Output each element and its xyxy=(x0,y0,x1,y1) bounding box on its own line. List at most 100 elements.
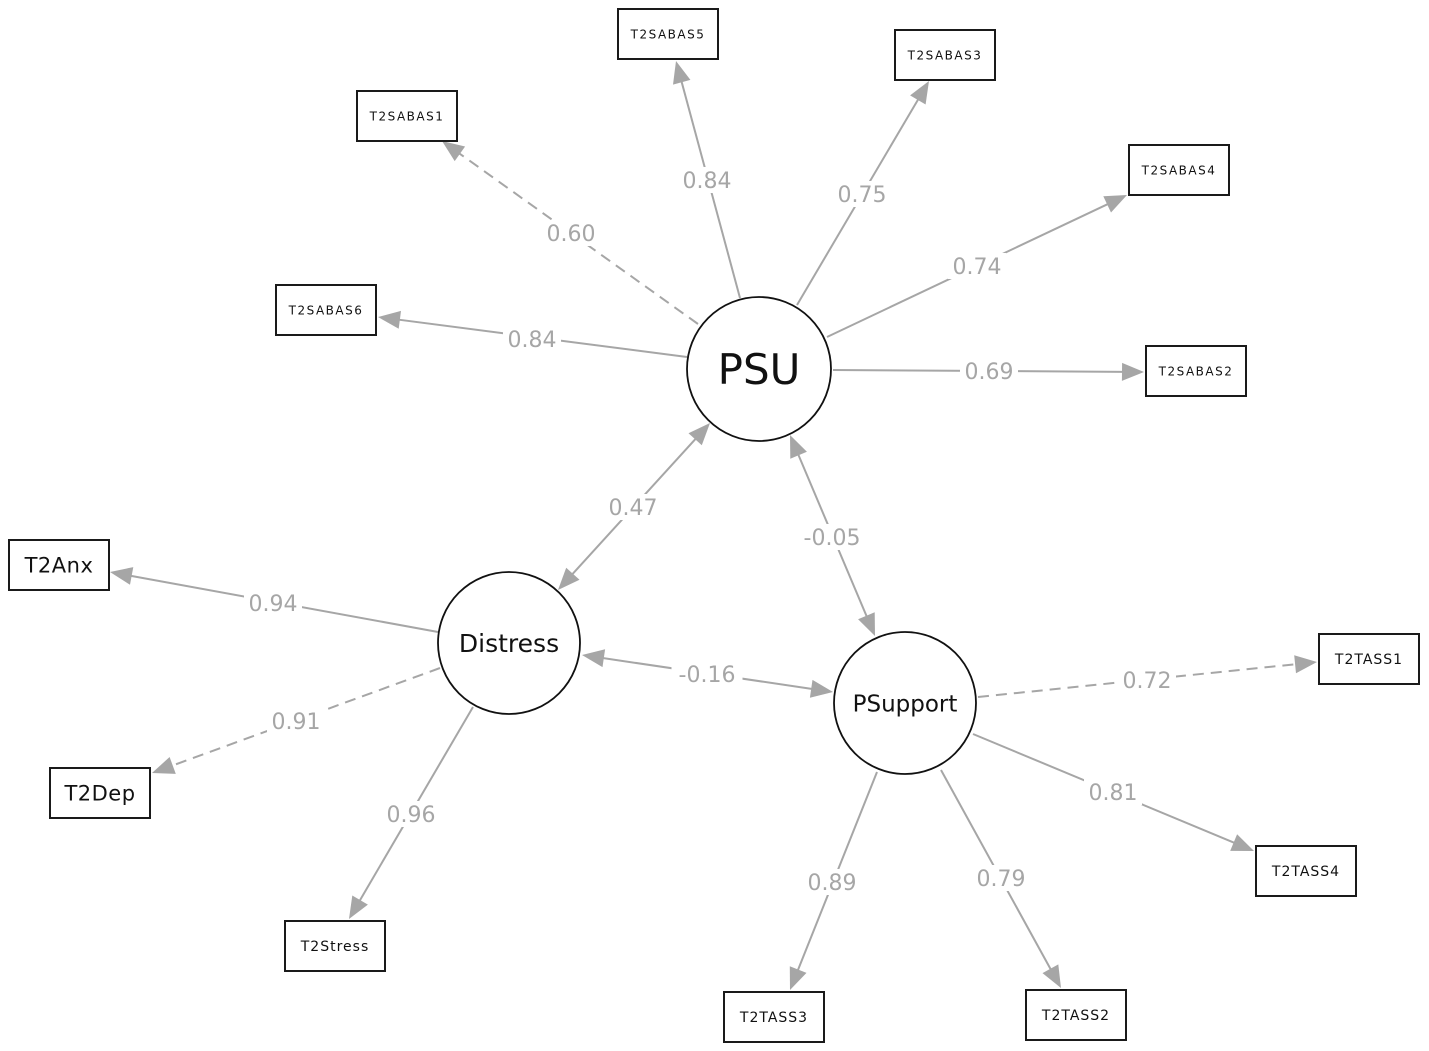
node-label: T2Anx xyxy=(24,554,94,578)
edge-label-bg xyxy=(267,708,325,734)
node-psupport: PSupport xyxy=(833,631,977,775)
edge-coefficient: 0.91 xyxy=(272,710,321,735)
observed-box xyxy=(1255,845,1357,897)
arrowhead-t2sabas5 xyxy=(673,61,691,85)
edge-coefficient: 0.81 xyxy=(1089,781,1138,806)
edge-label-bg xyxy=(833,181,891,207)
node-label: PSU xyxy=(718,345,801,394)
edge-label-distress-t2stress: 0.96 xyxy=(382,801,440,828)
observed-box xyxy=(723,991,825,1043)
edge-coefficient: 0.96 xyxy=(387,803,436,828)
edges-layer xyxy=(110,61,1317,990)
node-t2sabas5: T2SABAS5 xyxy=(617,8,719,60)
node-t2sabas2: T2SABAS2 xyxy=(1145,345,1247,397)
arrowhead-psu xyxy=(790,435,807,459)
edge-line-distress-t2dep xyxy=(170,667,441,768)
arrowhead-psu xyxy=(688,423,710,446)
edge-label-psu-t2sabas2: 0.69 xyxy=(960,358,1018,385)
edge-coefficient: -0.05 xyxy=(804,526,861,551)
node-t2stress: T2Stress xyxy=(284,920,386,972)
edge-label-bg xyxy=(678,167,736,193)
edge-label-bg xyxy=(803,869,861,895)
node-label: T2TASS1 xyxy=(1334,652,1403,668)
node-t2tass1: T2TASS1 xyxy=(1318,633,1420,685)
arrowhead-t2sabas1 xyxy=(442,141,466,162)
edge-coefficient: 0.84 xyxy=(508,328,557,353)
edge-label-bg xyxy=(382,801,440,827)
edge-label-psu-t2sabas4: 0.74 xyxy=(948,253,1006,280)
node-label: PSupport xyxy=(853,691,958,717)
node-t2sabas3: T2SABAS3 xyxy=(894,29,996,81)
edge-coefficient: 0.74 xyxy=(953,255,1002,280)
arrowhead-t2tass4 xyxy=(1230,834,1254,851)
node-label: T2TASS3 xyxy=(739,1010,808,1026)
arrowhead-distress xyxy=(582,649,606,668)
observed-box xyxy=(1128,144,1230,196)
edge-coefficient: 0.84 xyxy=(683,169,732,194)
node-t2tass4: T2TASS4 xyxy=(1255,845,1357,897)
observed-box xyxy=(617,8,719,60)
edge-coefficient: -0.16 xyxy=(679,663,736,688)
arrowhead-t2tass2 xyxy=(1042,964,1061,988)
node-t2tass2: T2TASS2 xyxy=(1025,989,1127,1041)
edge-coefficient: 0.89 xyxy=(808,871,857,896)
edge-label-bg xyxy=(960,358,1018,384)
node-label: T2SABAS6 xyxy=(288,303,364,317)
arrowhead-t2tass1 xyxy=(1294,655,1317,674)
edge-label-psu-distress: 0.47 xyxy=(604,494,662,521)
observed-box xyxy=(49,767,151,819)
edge-label-bg xyxy=(796,524,868,550)
edge-coefficient: 0.94 xyxy=(249,592,298,617)
edge-label-bg xyxy=(671,661,743,687)
node-label: T2SABAS2 xyxy=(1158,364,1234,378)
edge-label-psupport-t2tass2: 0.79 xyxy=(972,865,1030,892)
observed-box xyxy=(894,29,996,81)
edge-coefficient: 0.69 xyxy=(965,360,1014,385)
node-label: T2SABAS5 xyxy=(630,27,706,41)
node-t2dep: T2Dep xyxy=(49,767,151,819)
latent-circle xyxy=(437,571,581,715)
observed-box xyxy=(8,539,110,591)
node-t2sabas1: T2SABAS1 xyxy=(356,90,458,142)
node-label: T2SABAS1 xyxy=(369,109,445,123)
observed-box xyxy=(284,920,386,972)
node-label: Distress xyxy=(459,629,559,658)
edge-label-distress-psupport: -0.16 xyxy=(671,661,743,688)
edge-label-bg xyxy=(503,326,561,352)
edge-labels-layer: 0.840.750.600.740.840.690.47-0.05-0.160.… xyxy=(244,167,1176,896)
edge-label-psu-t2sabas3: 0.75 xyxy=(833,181,891,208)
observed-box xyxy=(356,90,458,142)
edge-label-bg xyxy=(948,253,1006,279)
node-distress: Distress xyxy=(437,571,581,715)
edge-label-bg xyxy=(244,590,302,616)
arrowhead-t2anx xyxy=(110,567,134,585)
edge-label-distress-t2dep: 0.91 xyxy=(267,708,325,735)
edge-coefficient: 0.79 xyxy=(977,867,1026,892)
edge-label-psu-t2sabas6: 0.84 xyxy=(503,326,561,353)
observed-box xyxy=(1318,633,1420,685)
arrowhead-t2sabas2 xyxy=(1121,362,1144,381)
node-label: T2SABAS4 xyxy=(1141,163,1217,177)
node-t2sabas4: T2SABAS4 xyxy=(1128,144,1230,196)
edge-label-bg xyxy=(1084,779,1142,805)
arrowhead-t2tass3 xyxy=(789,966,807,990)
arrowhead-t2stress xyxy=(349,895,368,919)
edge-distress-t2dep xyxy=(152,667,441,774)
arrowhead-t2sabas4 xyxy=(1103,195,1127,213)
arrowhead-t2dep xyxy=(152,757,176,774)
observed-box xyxy=(275,284,377,336)
node-label: T2TASS2 xyxy=(1041,1008,1110,1024)
arrowhead-t2sabas3 xyxy=(910,81,929,105)
edge-psupport-t2tass1 xyxy=(977,655,1317,698)
edge-label-psupport-t2tass1: 0.72 xyxy=(1118,667,1176,694)
node-t2sabas6: T2SABAS6 xyxy=(275,284,377,336)
node-psu: PSU xyxy=(686,296,832,442)
observed-box xyxy=(1145,345,1247,397)
edge-label-psu-t2sabas5: 0.84 xyxy=(678,167,736,194)
edge-label-psupport-t2tass4: 0.81 xyxy=(1084,779,1142,806)
edge-label-psupport-t2tass3: 0.89 xyxy=(803,869,861,896)
arrowhead-psupport xyxy=(809,679,833,698)
edge-coefficient: 0.75 xyxy=(838,183,887,208)
